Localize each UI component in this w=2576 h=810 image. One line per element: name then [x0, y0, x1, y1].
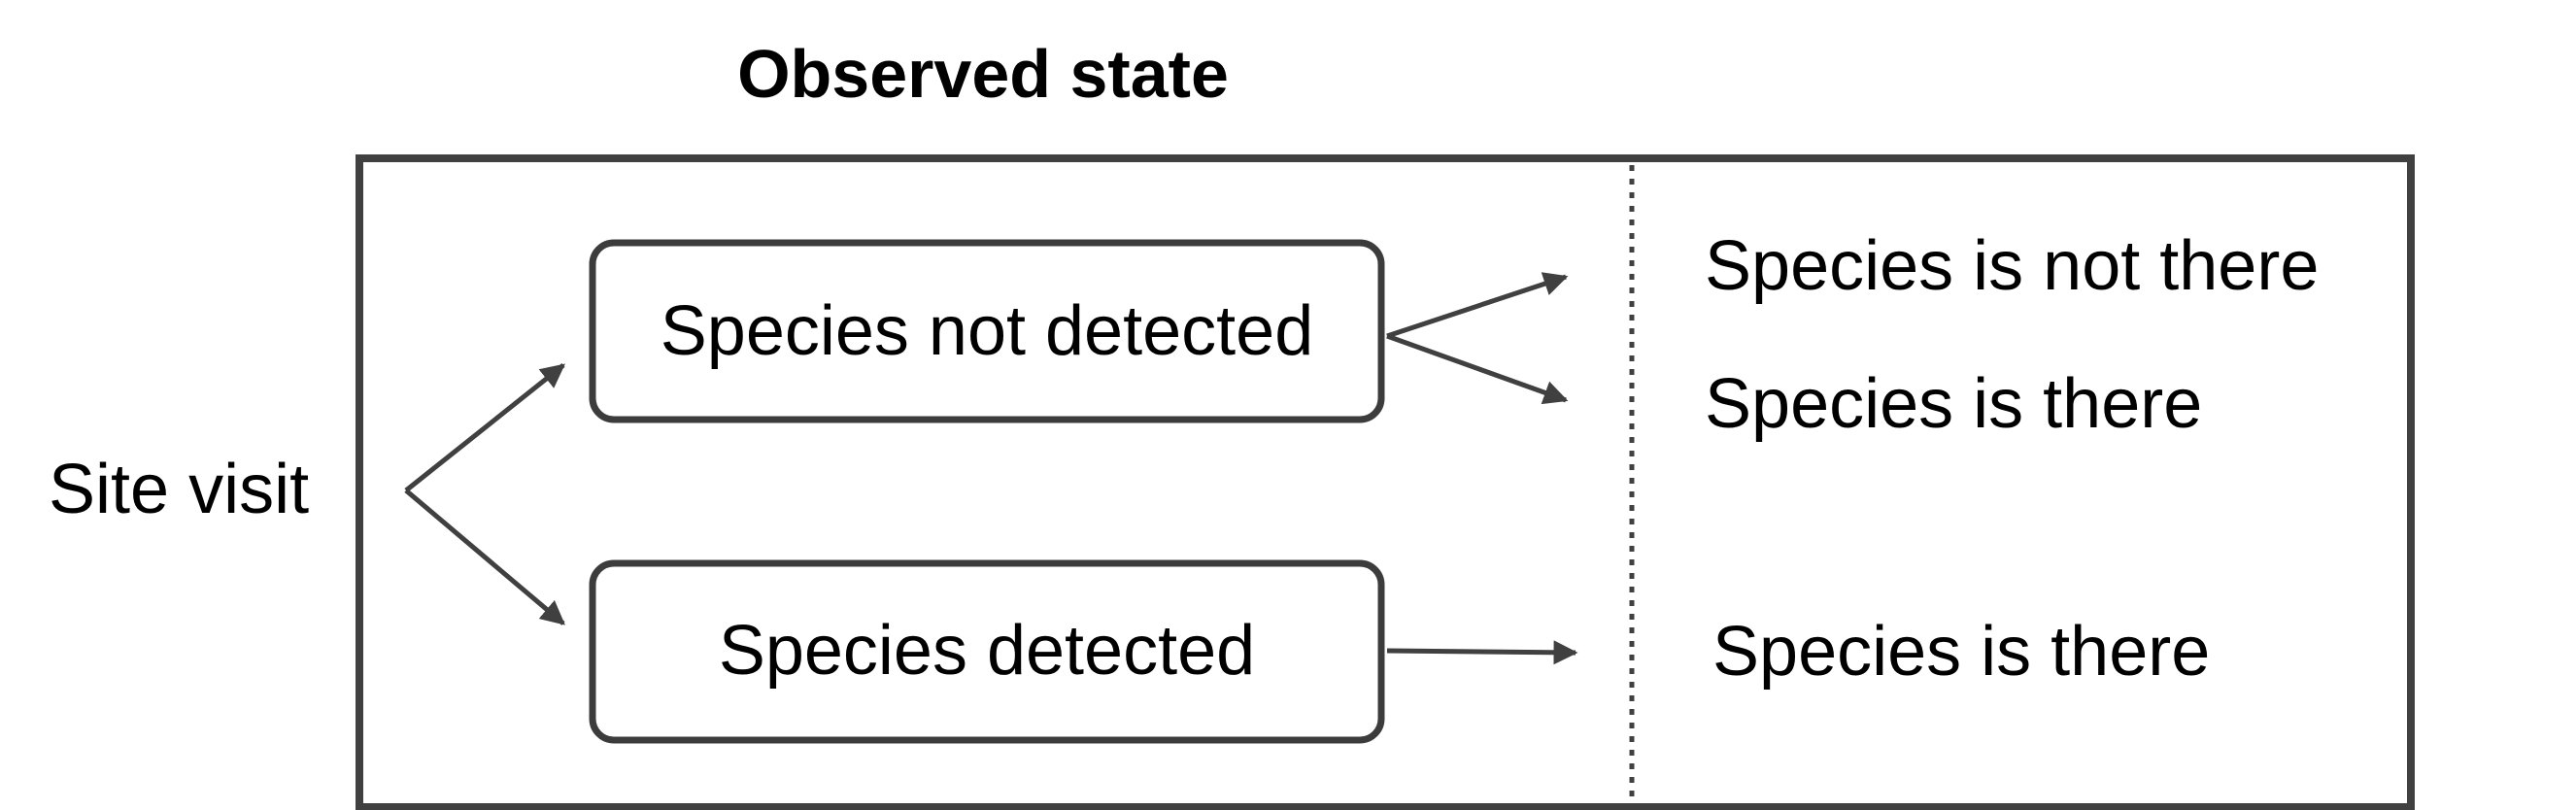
arrow-to-detected	[404, 489, 565, 625]
arrow-to-present-outcome-undetected	[1386, 333, 1569, 405]
arrow-to-absent-outcome	[1386, 272, 1569, 339]
outcome-not-there: Species is not there	[1705, 227, 2319, 305]
arrow-to-present-outcome-detected	[1386, 640, 1578, 665]
detected-label: Species detected	[719, 612, 1255, 690]
site-visit-label: Site visit	[49, 451, 309, 528]
not-detected-label: Species not detected	[661, 292, 1313, 370]
diagram-frame	[356, 154, 2415, 810]
outcome-there-detected: Species is there	[1712, 613, 2210, 691]
observed-state-heading: Observed state	[737, 36, 1229, 112]
outcome-there-undetected: Species is there	[1705, 365, 2202, 443]
arrow-to-not-detected	[404, 363, 565, 492]
not-detected-box: Species not detected	[589, 239, 1385, 423]
detected-box: Species detected	[589, 559, 1385, 744]
